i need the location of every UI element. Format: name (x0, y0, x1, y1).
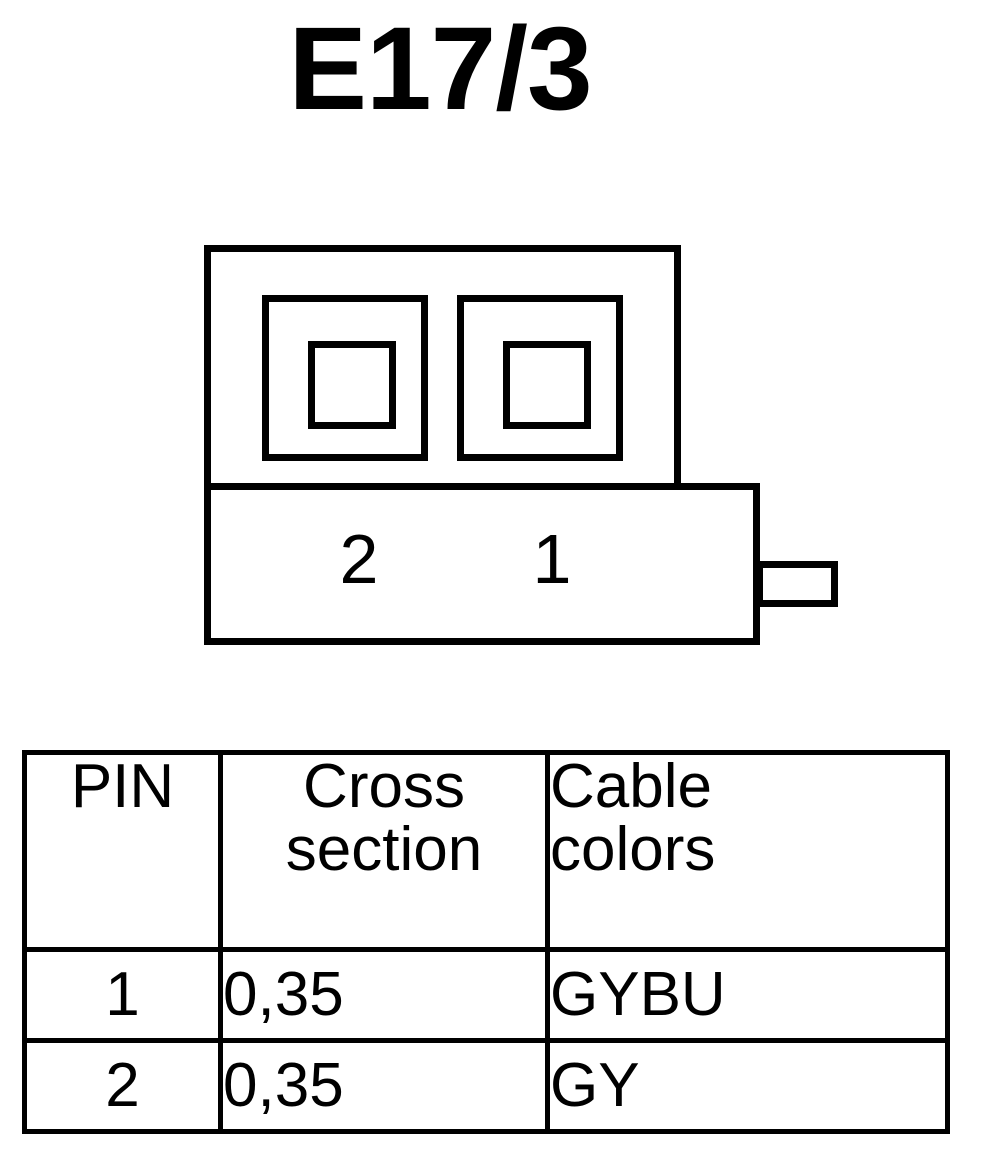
table-row: 2 0,35 GY (22, 1038, 950, 1134)
pin-number-2: 2 (339, 520, 379, 598)
pin-cavity-2 (262, 295, 428, 461)
header-pin: PIN (22, 750, 223, 952)
connector-upper-housing (204, 245, 681, 490)
header-cross-section: Cross section (218, 750, 550, 952)
pin-contact-1 (503, 341, 591, 429)
cell-cross-section: 0,35 (218, 1038, 550, 1134)
header-cable-colors-line2: colors (550, 815, 716, 885)
connector-lower-housing: 2 1 (204, 483, 760, 645)
connector-latch-tab (756, 561, 838, 607)
header-cross-section-line1: Cross (303, 752, 465, 821)
pin-contact-2 (308, 341, 396, 429)
cell-pin: 1 (22, 947, 223, 1043)
header-cross-section-line2: section (285, 815, 483, 885)
cell-cable-colors: GY (545, 1038, 950, 1134)
pin-cavity-1 (457, 295, 623, 461)
cell-cross-section: 0,35 (218, 947, 550, 1043)
cell-cable-colors: GYBU (545, 947, 950, 1043)
table-header-row: PIN Cross section Cable colors (22, 750, 950, 952)
table-row: 1 0,35 GYBU (22, 947, 950, 1043)
pinout-table: PIN Cross section Cable colors 1 0,35 GY… (22, 750, 950, 1134)
header-cable-colors-line1: Cable (550, 752, 712, 821)
pin-number-1: 1 (532, 520, 572, 598)
cell-pin: 2 (22, 1038, 223, 1134)
header-cable-colors: Cable colors (545, 750, 950, 952)
page-title: E17/3 (288, 3, 592, 135)
